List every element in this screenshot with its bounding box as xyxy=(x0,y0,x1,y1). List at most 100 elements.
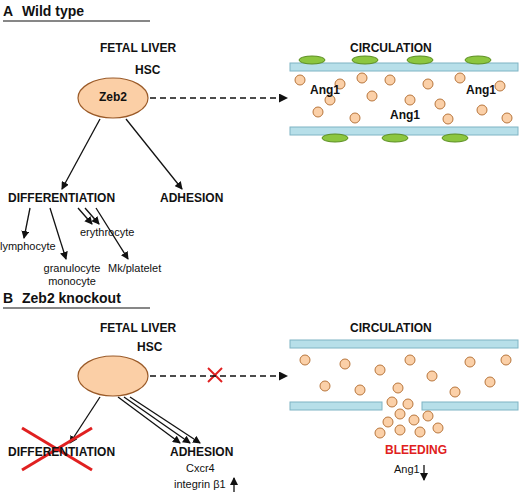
process-label: DIFFERENTIATION xyxy=(8,192,115,206)
process-label: ADHESION xyxy=(170,446,233,460)
vessel-wall xyxy=(290,127,518,135)
blood-cell xyxy=(357,73,367,83)
panel-title: Wild type xyxy=(22,3,84,19)
blood-cell xyxy=(443,114,453,124)
blood-cell xyxy=(403,399,413,409)
arrow xyxy=(24,208,30,238)
blood-cell xyxy=(313,107,323,117)
node-text: HSC xyxy=(137,341,162,355)
platelet xyxy=(407,56,433,64)
blood-cell xyxy=(367,91,377,101)
oval-shape xyxy=(78,356,148,396)
process-label: ADHESION xyxy=(160,192,223,206)
node-text: Zeb2 xyxy=(99,91,127,105)
panel-letter: B xyxy=(3,290,13,306)
title-underline xyxy=(3,20,150,21)
blood-cell xyxy=(455,73,465,83)
arrow xyxy=(126,119,182,189)
node-text: BLEEDING xyxy=(385,444,447,458)
blood-cell xyxy=(395,425,405,435)
platelet xyxy=(352,56,378,64)
section-heading: CIRCULATION xyxy=(350,42,432,56)
blood-cell xyxy=(423,79,433,89)
blood-cell xyxy=(477,105,487,115)
vessel-wall xyxy=(290,63,518,71)
blood-cell xyxy=(375,428,385,438)
dashed-connector xyxy=(150,375,287,376)
cell-type: lymphocyte xyxy=(0,240,56,253)
cell-type: Mk/platelet xyxy=(108,262,161,275)
blood-cell xyxy=(409,415,419,425)
blood-vessel: BLEEDING xyxy=(290,340,518,410)
blood-cell xyxy=(385,75,395,85)
node-text: Ang1 xyxy=(466,84,496,98)
node-text: Ang1 xyxy=(310,84,340,98)
blood-cell xyxy=(435,99,445,109)
blood-cell xyxy=(502,113,512,123)
blood-cell xyxy=(355,385,365,395)
panel-title: Zeb2 knockout xyxy=(22,290,121,306)
title-underline xyxy=(3,307,150,308)
blood-cell xyxy=(300,355,310,365)
increase-arrow xyxy=(233,478,234,492)
cross-mark xyxy=(208,368,222,382)
panel-letter: A xyxy=(3,3,13,19)
blood-cell xyxy=(405,355,415,365)
blood-cell xyxy=(423,411,433,421)
platelet xyxy=(465,56,491,64)
cell-type: granulocyte monocyte xyxy=(38,262,106,287)
cross-mark xyxy=(208,368,222,382)
hsc-cell: HSC xyxy=(77,355,149,397)
gene-label: integrin β1 xyxy=(174,478,226,491)
blood-cell xyxy=(350,113,360,123)
blood-cell xyxy=(320,381,330,391)
platelet xyxy=(382,134,408,142)
platelet xyxy=(442,134,468,142)
platelet xyxy=(299,56,325,64)
blood-cell xyxy=(405,95,415,105)
blood-cell xyxy=(375,365,385,375)
process-label: DIFFERENTIATION xyxy=(8,446,115,460)
blood-cell xyxy=(340,359,350,369)
gene-label: Cxcr4 xyxy=(186,462,215,475)
decrease-arrow xyxy=(423,465,424,480)
blood-cell xyxy=(387,397,397,407)
arrow xyxy=(78,208,92,224)
oval-outline xyxy=(77,355,149,397)
blood-cell xyxy=(383,417,393,427)
blood-cell xyxy=(450,387,460,397)
blood-cell xyxy=(465,357,475,367)
arrow xyxy=(130,397,200,443)
section-heading: FETAL LIVER xyxy=(100,42,176,56)
section-heading: FETAL LIVER xyxy=(100,322,176,336)
blood-cell xyxy=(395,409,405,419)
dashed-connector xyxy=(150,97,287,98)
blood-cell xyxy=(495,81,505,91)
platelet xyxy=(322,134,348,142)
section-heading: CIRCULATION xyxy=(350,322,432,336)
blood-vessel: Ang1Ang1Ang1 xyxy=(290,63,518,135)
blood-cell xyxy=(501,355,511,365)
node-text: Ang1 xyxy=(390,109,420,123)
arrow xyxy=(118,397,180,443)
oval-shape xyxy=(78,78,148,118)
cell-type: erythrocyte xyxy=(80,226,134,239)
blood-cell xyxy=(485,377,495,387)
arrow xyxy=(70,397,100,443)
vessel-wall xyxy=(290,340,518,348)
blood-cell xyxy=(433,423,443,433)
vessel-wall xyxy=(290,402,382,410)
blood-cell xyxy=(393,383,403,393)
gene-label: Ang1 xyxy=(394,463,420,476)
vessel-wall xyxy=(422,402,518,410)
blood-cell xyxy=(415,427,425,437)
hsc-cell: HSCZeb2 xyxy=(77,77,149,119)
node-text: HSC xyxy=(135,64,160,78)
arrow xyxy=(124,397,190,443)
arrow xyxy=(62,119,100,189)
blood-cell xyxy=(427,371,437,381)
